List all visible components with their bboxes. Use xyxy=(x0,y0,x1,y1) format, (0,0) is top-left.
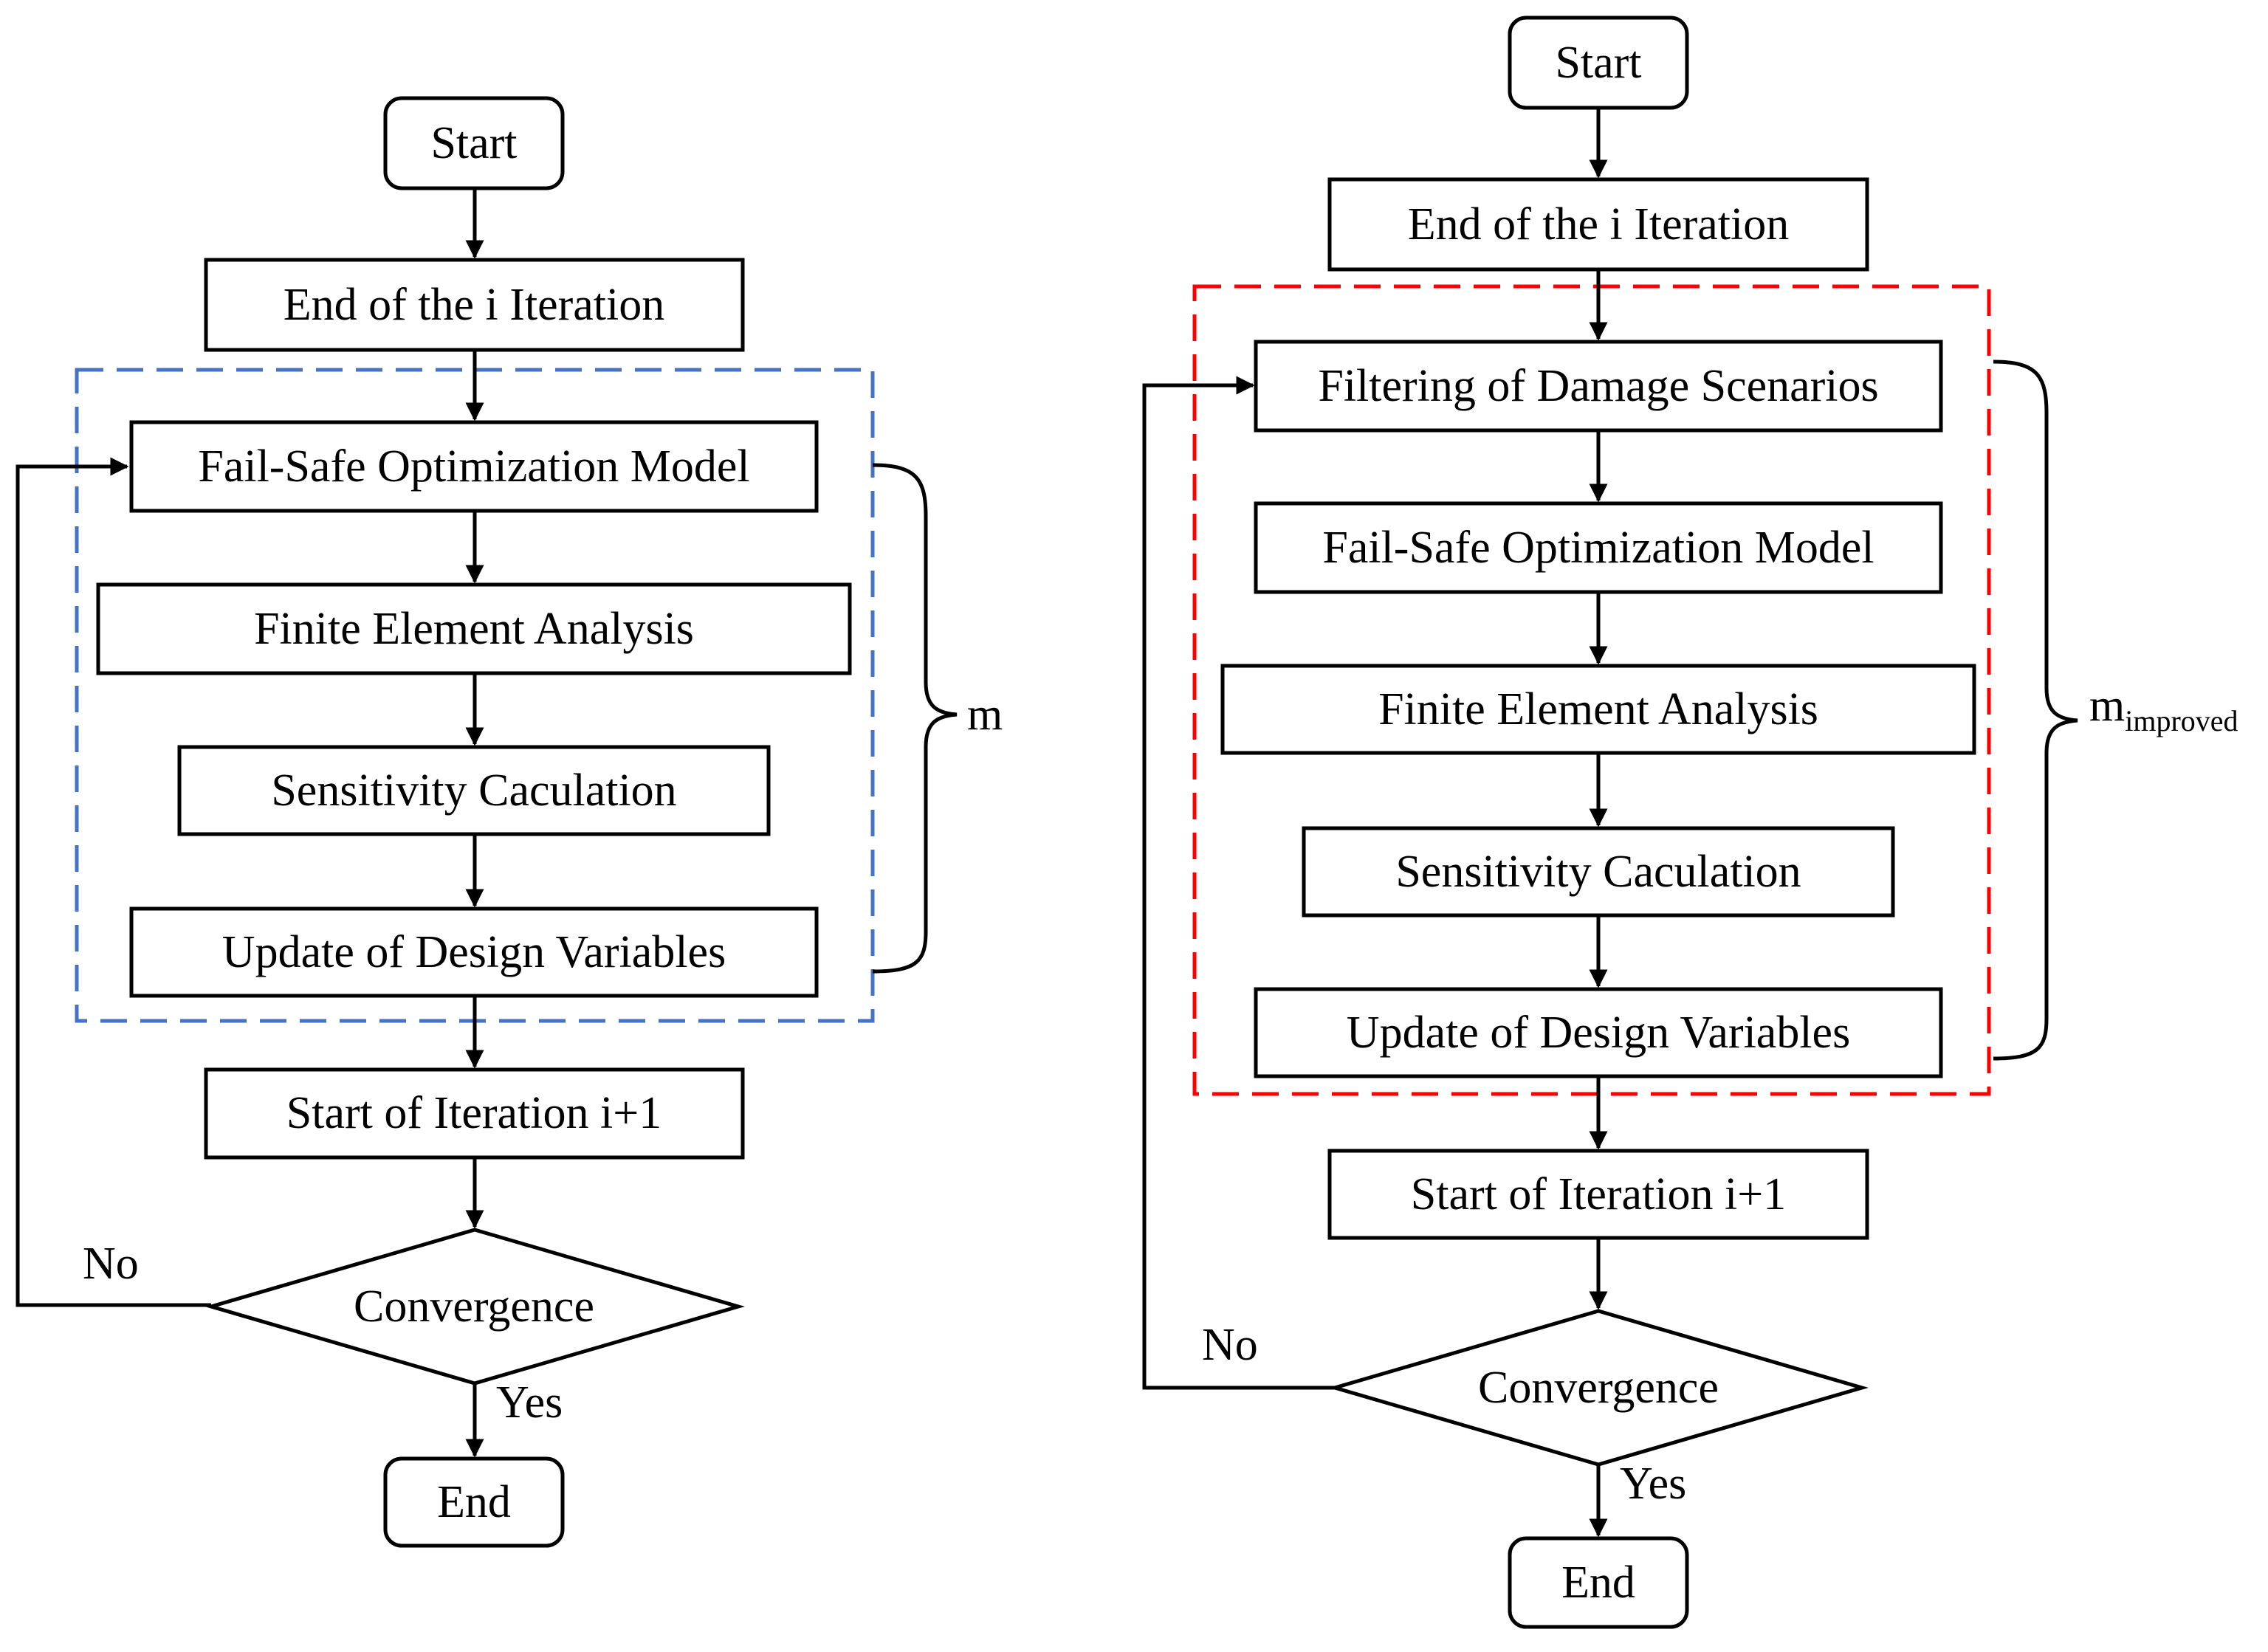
right-finite-element-label: Finite Element Analysis xyxy=(1378,684,1818,734)
left-convergence-diamond xyxy=(205,1228,745,1386)
right-end-iteration-label: End of the i Iteration xyxy=(1408,199,1790,249)
right-brace xyxy=(1993,359,2078,1061)
right-end-iteration-box xyxy=(1327,177,1869,272)
left-feedback-arrow-no xyxy=(16,457,211,1307)
right-brace-label-subscript: improved xyxy=(2125,704,2238,737)
left-fail-safe-label: Fail-Safe Optimization Model xyxy=(198,441,749,492)
right-brace-label-main: m xyxy=(2089,681,2125,731)
right-fail-safe-label: Fail-Safe Optimization Model xyxy=(1322,523,1874,573)
left-convergence-label: Convergence xyxy=(354,1281,594,1332)
left-no-label: No xyxy=(83,1239,139,1289)
right-brace-label: mimproved xyxy=(2089,681,2238,737)
right-filtering-label: Filtering of Damage Scenarios xyxy=(1318,361,1878,411)
left-update-label: Update of Design Variables xyxy=(222,927,726,977)
right-finite-element-box xyxy=(1220,664,1976,755)
left-sensitivity-box xyxy=(177,745,771,836)
left-end-node xyxy=(383,1456,565,1548)
right-start-label: Start xyxy=(1555,38,1641,88)
left-start-node xyxy=(383,96,565,190)
right-sensitivity-box xyxy=(1302,826,1895,918)
left-update-box xyxy=(129,906,819,998)
right-update-box xyxy=(1254,987,1943,1078)
left-brace xyxy=(872,463,958,974)
left-start-next-label: Start of Iteration i+1 xyxy=(286,1088,662,1138)
right-sensitivity-label: Sensitivity Caculation xyxy=(1395,847,1801,897)
left-finite-element-box xyxy=(96,582,852,675)
right-filtering-box xyxy=(1254,340,1943,433)
right-start-next-label: Start of Iteration i+1 xyxy=(1411,1169,1786,1219)
right-flowchart: Start End of the i Iteration Filtering o… xyxy=(1142,16,2238,1629)
right-end-label: End xyxy=(1561,1558,1635,1608)
left-yes-label: Yes xyxy=(496,1377,563,1428)
left-end-label: End xyxy=(437,1477,511,1527)
right-start-node xyxy=(1508,16,1689,110)
left-brace-label: m xyxy=(967,689,1003,740)
right-end-node xyxy=(1508,1536,1689,1629)
right-dashed-region xyxy=(1192,284,1991,1096)
left-end-iteration-box xyxy=(204,258,745,352)
right-fail-safe-box xyxy=(1254,501,1943,594)
left-end-iteration-label: End of the i Iteration xyxy=(284,280,665,330)
left-start-next-box xyxy=(204,1067,745,1160)
right-start-next-box xyxy=(1327,1149,1869,1240)
right-convergence-label: Convergence xyxy=(1478,1363,1719,1413)
right-feedback-arrow-no xyxy=(1142,376,1335,1390)
right-no-label: No xyxy=(1202,1320,1258,1370)
left-fail-safe-box xyxy=(129,420,819,513)
right-update-label: Update of Design Variables xyxy=(1347,1008,1850,1058)
left-flowchart: Start End of the i Iteration Fail-Safe O… xyxy=(16,96,1003,1548)
left-sensitivity-label: Sensitivity Caculation xyxy=(271,765,676,816)
left-finite-element-label: Finite Element Analysis xyxy=(254,604,694,654)
right-yes-label: Yes xyxy=(1620,1459,1686,1509)
left-start-label: Start xyxy=(430,118,517,168)
right-convergence-diamond xyxy=(1328,1309,1869,1467)
